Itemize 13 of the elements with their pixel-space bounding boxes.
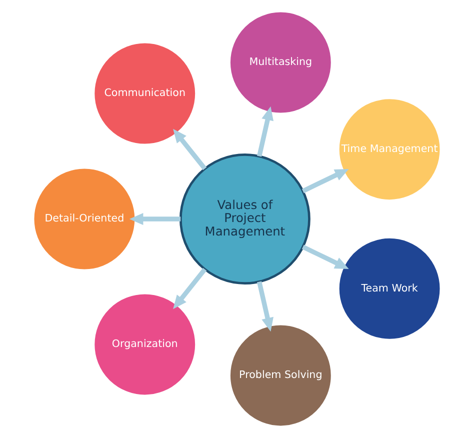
- arrow: [302, 168, 349, 194]
- node-circle: Multitasking: [230, 11, 332, 114]
- arrow: [256, 281, 274, 332]
- node-circle: Team Work: [338, 237, 441, 340]
- node-circle: Values of Project Management: [179, 154, 310, 284]
- arrow: [256, 106, 274, 157]
- arrow: [302, 244, 349, 270]
- arrow: [129, 212, 181, 226]
- arrow: [173, 268, 207, 310]
- node-circle: Time Management: [338, 98, 441, 201]
- arrow: [173, 128, 207, 170]
- node-circle: Problem Solving: [230, 324, 332, 427]
- node-circle: Detail-Oriented: [33, 168, 136, 270]
